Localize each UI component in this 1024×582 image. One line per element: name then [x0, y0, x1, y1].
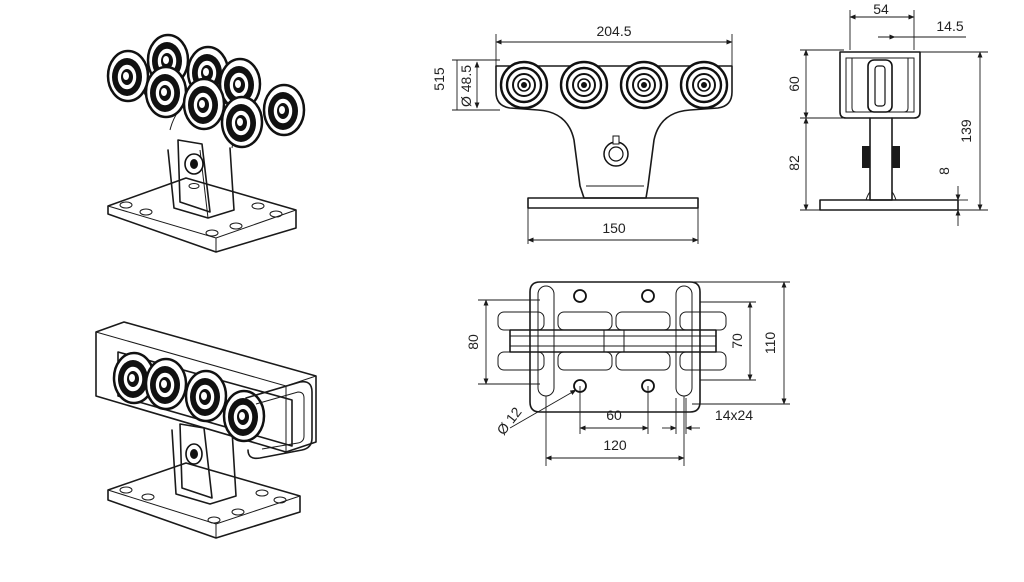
- front-view: 204.5 515 Ø 48.5 150: [431, 23, 733, 244]
- dim-plan-outer: 110: [762, 332, 778, 355]
- dim-front-width: 204.5: [596, 23, 631, 39]
- dim-plan-mid: 70: [729, 333, 745, 349]
- dim-front-base: 150: [602, 220, 626, 236]
- dim-front-wheel-diameter: Ø 48.5: [458, 65, 474, 107]
- dim-plan-inner: 80: [465, 334, 481, 350]
- dim-plan-slot: 14x24: [715, 407, 753, 423]
- side-view: 54 14.5 60 82 139 8: [786, 1, 988, 226]
- dim-side-top: 60: [786, 76, 802, 92]
- dim-side-width: 54: [873, 1, 889, 17]
- iso-view-open-carriage: [106, 33, 306, 253]
- dim-side-offset: 14.5: [936, 18, 963, 34]
- dim-front-height: 515: [431, 67, 447, 91]
- dim-plan-base: 120: [603, 437, 627, 453]
- dim-side-bottom: 82: [786, 155, 802, 171]
- dim-side-total: 139: [958, 119, 974, 143]
- dim-side-plate: 8: [936, 167, 952, 175]
- dim-plan-spacing: 60: [606, 407, 622, 423]
- plan-view: 80 70 110 Ø 12 60 14x24 120: [465, 281, 790, 466]
- iso-view-closed-carriage: [95, 321, 317, 539]
- dim-plan-hole: Ø 12: [493, 404, 524, 438]
